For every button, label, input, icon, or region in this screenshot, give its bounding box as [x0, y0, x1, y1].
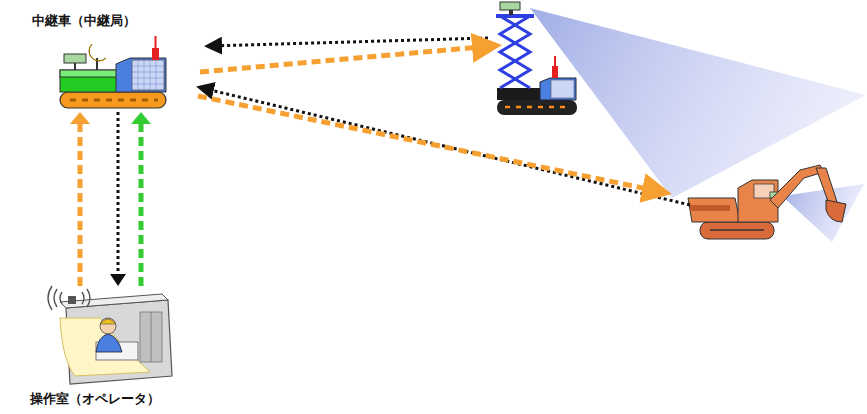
arrow-head: [70, 112, 90, 124]
arrow-head: [110, 274, 126, 286]
link-arrow: [198, 38, 690, 205]
link-arrow: [131, 112, 151, 286]
link-line: [78, 124, 83, 286]
camera-beam: [782, 184, 864, 242]
link-arrow: [110, 112, 126, 286]
illustrated-node: 中継車（中継局）: [32, 10, 172, 112]
excavator: [688, 165, 846, 239]
node-label: 中継車（中継局）: [32, 12, 136, 30]
node-label: 操作室（オペレータ）: [30, 390, 160, 408]
link-line: [117, 112, 120, 274]
illustrated-node: 操作室（オペレータ）: [30, 286, 200, 408]
camera-lift-vehicle: [496, 2, 577, 115]
link-line: [139, 124, 144, 286]
relay-vehicle: [60, 36, 166, 108]
arrow-head: [131, 112, 151, 124]
operator-room: [48, 286, 172, 384]
link-arrow: [70, 112, 90, 286]
